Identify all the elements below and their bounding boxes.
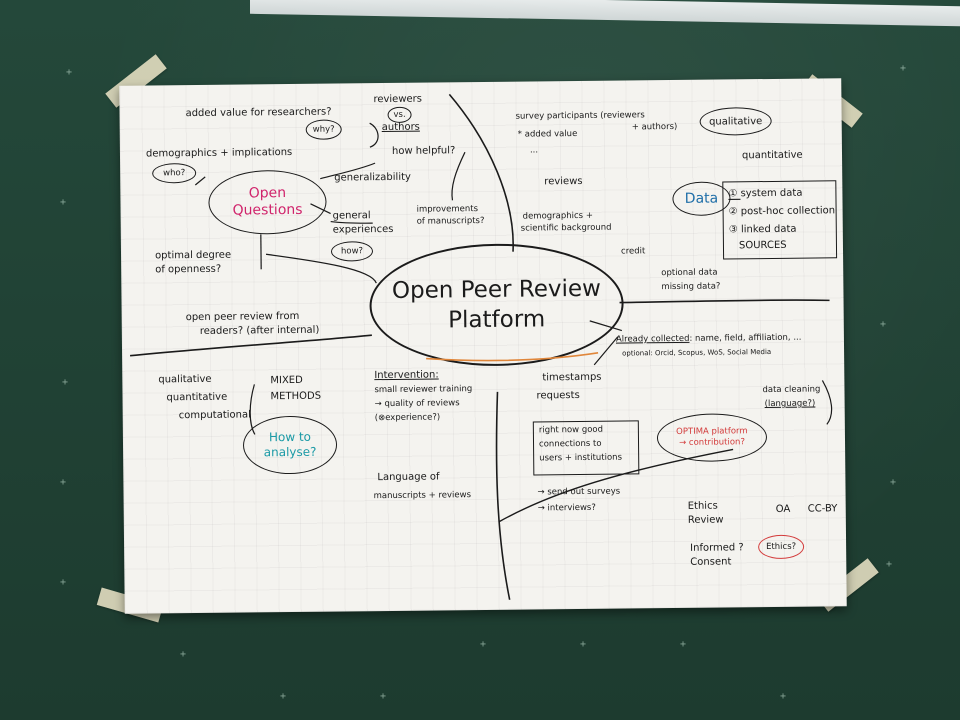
- note-already-text: : name, field, affiliation, ...: [689, 333, 801, 344]
- note-survey2: + authors): [632, 122, 678, 133]
- how-to-analyse-line1: How to: [263, 430, 316, 446]
- note-data-qualitative: qualitative: [709, 115, 762, 129]
- note-how: how?: [341, 246, 363, 257]
- note-analysis-quantitative: quantitative: [166, 391, 227, 405]
- note-demo2: scientific background: [521, 223, 612, 235]
- note-ethics-review2: Review: [688, 513, 724, 526]
- note-consent1: Informed ?: [690, 541, 744, 555]
- note-optional-ids: optional: Orcid, Scopus, WoS, Social Med…: [622, 347, 771, 360]
- note-source1: ① system data: [728, 187, 802, 201]
- note-ethics-review1: Ethics: [688, 500, 718, 513]
- center-underline: [422, 349, 602, 365]
- note-data-quantitative: quantitative: [742, 149, 803, 163]
- note-language1: Language of: [377, 470, 439, 484]
- wall-dot: +: [780, 692, 786, 702]
- note-added-value: added value for researchers?: [185, 106, 331, 121]
- note-reviewers: reviewers: [373, 93, 422, 107]
- note-optimal1: optimal degree: [155, 249, 231, 263]
- data-title: Data: [685, 191, 719, 207]
- wall-dot: +: [60, 578, 66, 588]
- note-readers2: readers? (after internal): [200, 324, 320, 338]
- note-intervention-line1: small reviewer training: [374, 384, 472, 396]
- note-source2: ② post-hoc collection: [729, 204, 836, 218]
- note-optima2: → contribution?: [676, 437, 748, 449]
- note-optima1: OPTIMA platform: [676, 426, 748, 438]
- note-mixed2: METHODS: [270, 390, 321, 404]
- note-credit: credit: [621, 246, 645, 257]
- note-survey1: survey participants (reviewers: [516, 110, 645, 122]
- note-data-added-value: * added value: [518, 129, 578, 141]
- note-box3: users + institutions: [539, 453, 622, 465]
- note-reviews: reviews: [544, 175, 582, 188]
- note-intervention-line3: (⊗experience?): [375, 412, 441, 424]
- wall-dot: +: [890, 478, 896, 488]
- note-ethics-bubble: Ethics?: [766, 541, 796, 552]
- note-mixed1: MIXED: [270, 374, 303, 387]
- note-authors: authors: [382, 121, 420, 134]
- note-source3: ③ linked data: [729, 223, 797, 237]
- note-optimal2: of openness?: [155, 263, 221, 277]
- center-title-line1: Open Peer Review: [392, 274, 601, 306]
- note-who: who?: [163, 168, 185, 179]
- wall-dot: +: [580, 640, 586, 650]
- note-analysis-qualitative: qualitative: [158, 373, 211, 387]
- note-why: why?: [313, 124, 335, 135]
- note-general2: experiences: [333, 223, 394, 237]
- wall-dot: +: [680, 640, 686, 650]
- note-generalizability: generalizability: [334, 171, 411, 185]
- note-improvements2: of manuscripts?: [417, 216, 485, 228]
- note-demo1: demographics +: [523, 211, 593, 223]
- wall-dot: +: [380, 692, 386, 702]
- note-box1: right now good: [539, 425, 603, 437]
- already-collected: Already collected: name, field, affiliat…: [616, 325, 802, 346]
- note-intervention-line2: → quality of reviews: [375, 398, 460, 410]
- wall-dot: +: [60, 478, 66, 488]
- note-demographics: demographics + implications: [146, 146, 292, 161]
- wall-dot: +: [180, 650, 186, 660]
- note-box2: connections to: [539, 439, 602, 451]
- center-title-line2: Platform: [392, 304, 601, 336]
- note-vs: vs.: [393, 109, 405, 120]
- note-ccby: CC-BY: [808, 502, 838, 515]
- note-consent2: Consent: [690, 555, 731, 568]
- wall-dot: +: [480, 640, 486, 650]
- wall-dot: +: [62, 378, 68, 388]
- note-surveys: → send out surveys: [537, 487, 620, 499]
- note-improvements1: improvements: [417, 204, 479, 216]
- note-intervention-title: Intervention:: [374, 368, 439, 382]
- note-analysis-computational: computational: [179, 408, 251, 422]
- note-cleaning2: (language?): [765, 399, 816, 411]
- flipchart-paper: Open Peer Review Platform Open Questions…: [119, 78, 846, 614]
- note-timestamps: timestamps: [542, 371, 601, 385]
- note-requests: requests: [536, 389, 579, 402]
- wall-dot: +: [880, 320, 886, 330]
- wall-strip: [250, 0, 960, 26]
- wall-dot: +: [900, 64, 906, 74]
- wall-dot: +: [66, 68, 72, 78]
- note-interviews: → interviews?: [538, 503, 596, 515]
- note-optional1: optional data: [661, 268, 717, 280]
- wall-dot: +: [280, 692, 286, 702]
- open-questions-title1: Open: [232, 185, 302, 203]
- how-to-analyse-line2: analyse?: [264, 445, 317, 461]
- note-ellipsis: ...: [530, 145, 538, 156]
- note-language2: manuscripts + reviews: [374, 490, 472, 502]
- note-sources-label: SOURCES: [739, 239, 787, 252]
- wall-dot: +: [60, 198, 66, 208]
- note-general1: general: [333, 209, 371, 222]
- note-optional2: missing data?: [661, 282, 720, 294]
- note-oa: OA: [776, 503, 791, 516]
- note-readers1: open peer review from: [186, 310, 300, 324]
- note-how-helpful: how helpful?: [392, 144, 456, 158]
- wall-dot: +: [886, 560, 892, 570]
- note-already-label: Already collected: [616, 334, 690, 345]
- open-questions-title2: Questions: [233, 202, 303, 220]
- note-cleaning1: data cleaning: [762, 384, 820, 396]
